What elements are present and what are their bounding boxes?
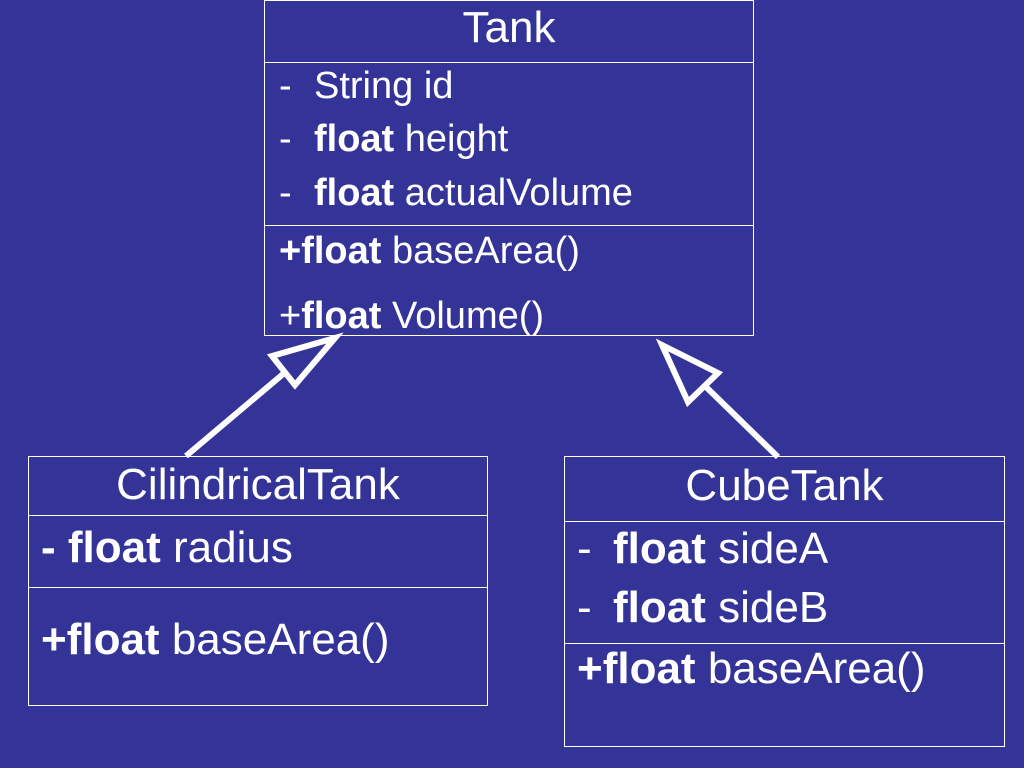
class-cube-tank-name-compartment: CubeTank <box>565 457 1004 521</box>
class-cilindrical-tank-name: CilindricalTank <box>116 460 400 509</box>
cube-generalization-arrowhead <box>655 338 724 408</box>
class-cilindrical-tank: CilindricalTank - float radius +float ba… <box>28 456 488 706</box>
attribute-item: -float actualVolume <box>279 172 633 214</box>
attribute-item: -float height <box>279 118 509 160</box>
class-cilindrical-tank-attributes: - float radius <box>29 515 487 587</box>
operation-item: +float baseArea() <box>41 615 390 664</box>
operation-item: +float baseArea() <box>577 644 926 693</box>
class-cube-tank-attributes: -float sideA -float sideB <box>565 521 1004 643</box>
class-tank-name-compartment: Tank <box>265 1 753 62</box>
class-cube-tank-operations: +float baseArea() <box>565 643 1004 746</box>
attribute-item: -String id <box>279 65 454 107</box>
cube-generalization-line <box>700 381 781 460</box>
class-tank: Tank -String id -float height -float act… <box>264 0 754 336</box>
operation-item: +float Volume() <box>279 295 545 337</box>
class-tank-attributes: -String id -float height -float actualVo… <box>265 62 753 225</box>
cilindrical-generalization-arrowhead <box>266 332 344 390</box>
class-cilindrical-tank-operations: +float baseArea() <box>29 587 487 705</box>
class-cube-tank: CubeTank -float sideA -float sideB +floa… <box>564 456 1005 747</box>
class-cilindrical-tank-name-compartment: CilindricalTank <box>29 457 487 515</box>
class-tank-operations: +float baseArea() +float Volume() <box>265 225 753 335</box>
attribute-item: - float radius <box>41 523 293 572</box>
attribute-item: -float sideB <box>577 583 829 632</box>
class-tank-name: Tank <box>462 3 556 52</box>
attribute-item: -float sideA <box>577 524 829 573</box>
class-cube-tank-name: CubeTank <box>685 461 884 510</box>
operation-item: +float baseArea() <box>279 230 580 272</box>
